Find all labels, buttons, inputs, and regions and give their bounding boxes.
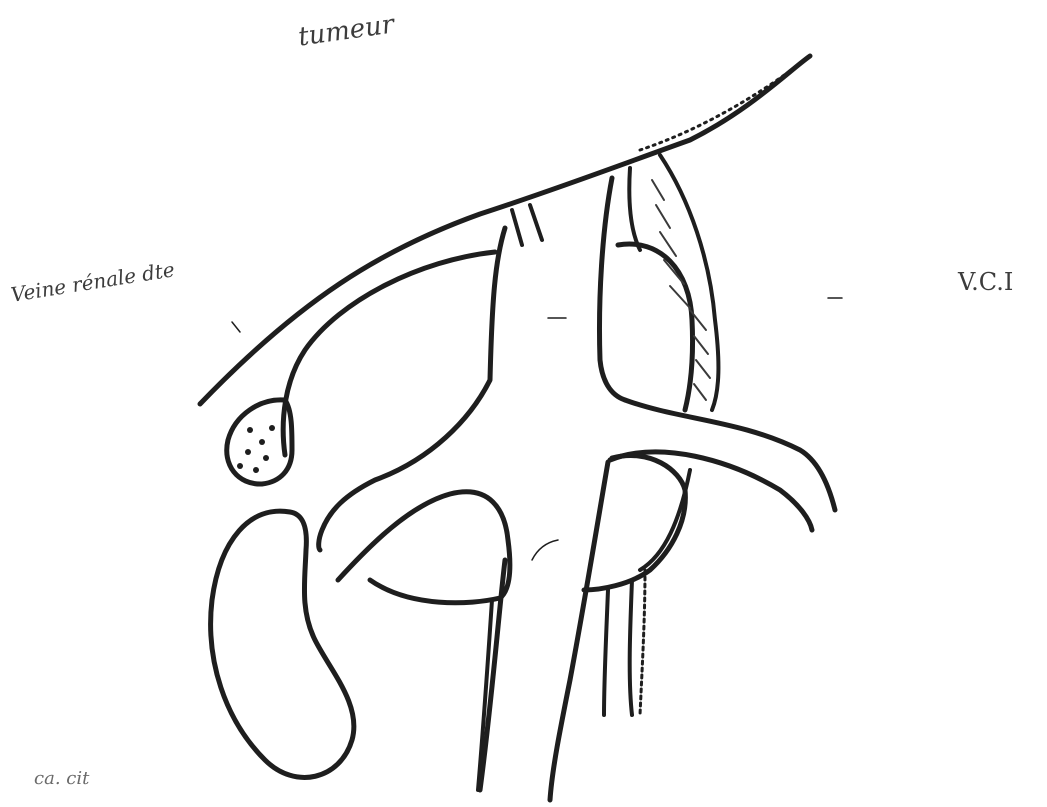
ureter: [480, 560, 505, 790]
kidney-outline: [211, 511, 354, 777]
nodule-dot: [253, 467, 259, 473]
tumour-tip-stipple: [640, 56, 810, 150]
left-renal-vein-lower: [610, 452, 812, 530]
nodule-dot: [247, 427, 253, 433]
gonadal-vessel-3: [640, 570, 645, 715]
lower-vci-left: [550, 462, 608, 800]
nodule-dot: [263, 455, 269, 461]
nodule-dot: [259, 439, 265, 445]
vci-left-wall: [600, 178, 626, 400]
ligature-mark-1: [512, 210, 522, 245]
nodule-dot: [269, 425, 275, 431]
small-arc-mark: [532, 540, 558, 560]
ligature-mark-2: [530, 205, 542, 240]
thrombus-hatching: [652, 180, 710, 400]
nodule-dot: [237, 463, 243, 469]
vci-upper-loop: [618, 244, 693, 410]
gonadal-vessel-1: [604, 590, 608, 715]
vci-right-wall: [629, 168, 640, 250]
label-bottom-left: ca. cit: [34, 768, 89, 789]
gonadal-vessel-2: [630, 580, 632, 715]
label-vci: V.C.I: [958, 268, 1013, 296]
nodule-dot: [245, 449, 251, 455]
inner-vessel-upper: [283, 252, 495, 455]
left-renal-vein: [625, 400, 835, 510]
stray-mark: [232, 322, 240, 332]
lower-loop: [338, 492, 510, 603]
